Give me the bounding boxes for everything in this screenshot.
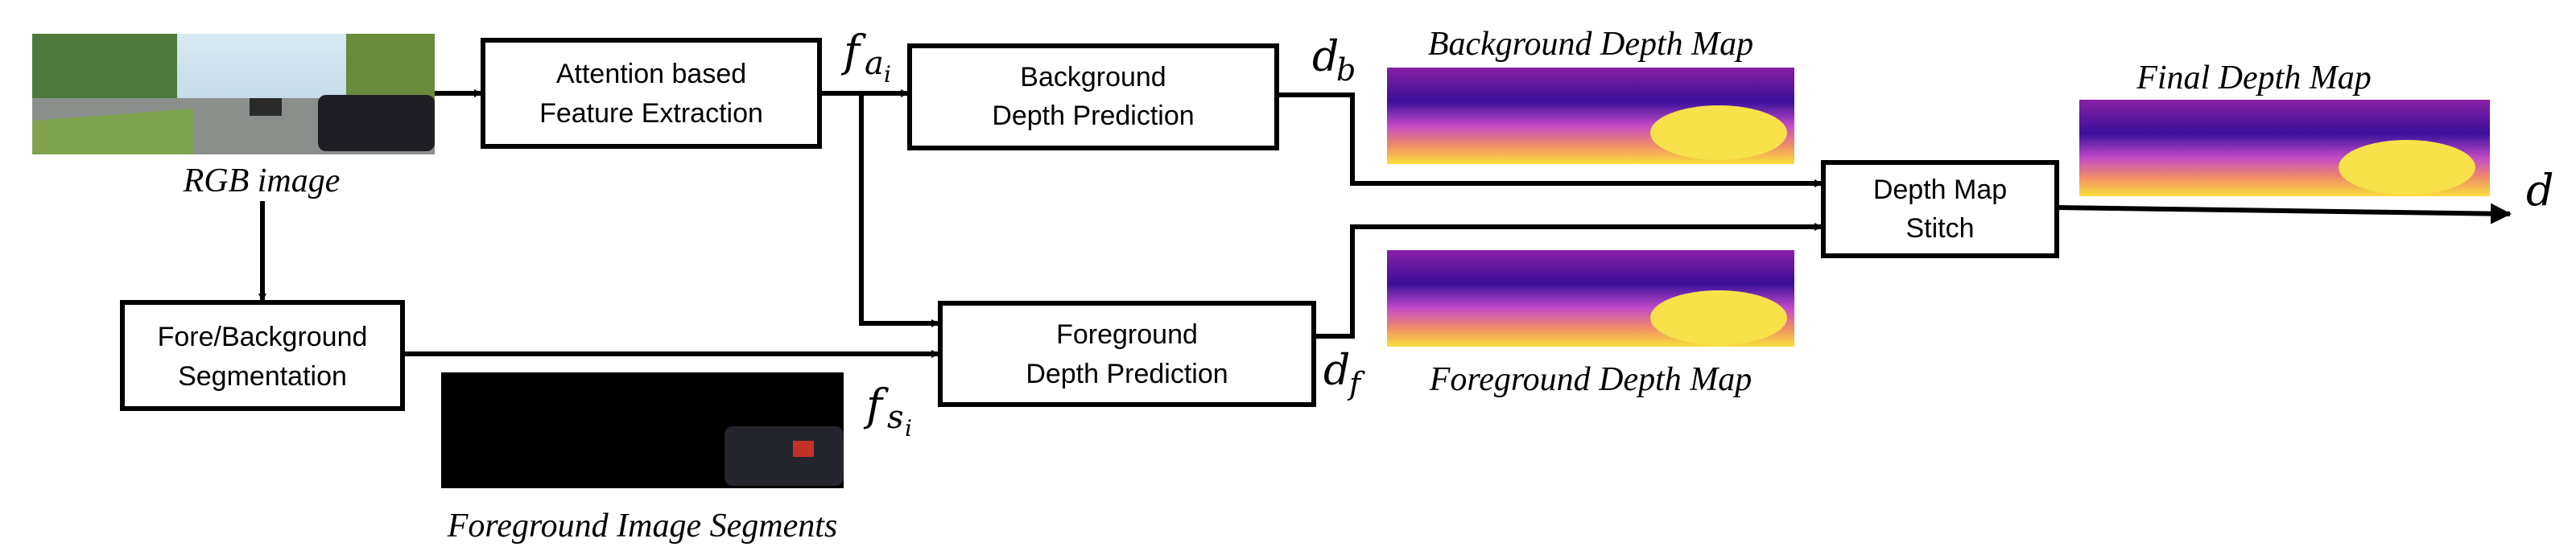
segmentation-box: Fore/Background Segmentation (120, 300, 405, 411)
svg-text:Depth Map: Depth Map (1873, 175, 2007, 205)
attention-feature-box: Attention based Feature Extraction (481, 38, 822, 149)
foreground-depth-box: Foreground Depth Prediction (938, 301, 1316, 407)
svg-text:Depth Prediction: Depth Prediction (1026, 359, 1228, 389)
foreground-depth-caption: Foreground Depth Map (1429, 361, 1752, 398)
svg-text:i: i (905, 415, 912, 442)
label-d-output: d (2526, 165, 2554, 216)
final-depth-caption: Final Depth Map (2136, 60, 2372, 97)
rgb-image (32, 34, 435, 154)
background-depth-box: Background Depth Prediction (907, 43, 1279, 150)
arrow-stitch-to-output (2056, 203, 2512, 224)
svg-text:s: s (887, 399, 904, 436)
svg-text:Foreground: Foreground (1056, 319, 1198, 350)
svg-text:f: f (840, 26, 866, 76)
background-depth-caption: Background Depth Map (1428, 26, 1753, 63)
svg-text:Attention based: Attention based (556, 59, 746, 89)
svg-text:d: d (1323, 347, 1350, 395)
svg-text:a: a (865, 45, 884, 82)
label-d-b: d b (1312, 33, 1356, 88)
arrow-attention-to-foreground (859, 93, 939, 327)
svg-text:Background: Background (1020, 62, 1166, 92)
svg-text:Depth Prediction: Depth Prediction (992, 101, 1194, 131)
background-depth-map (1387, 68, 1794, 164)
label-f-a-i: f a i (840, 26, 891, 88)
connectors (258, 89, 2512, 358)
label-d-f: d f (1323, 347, 1365, 401)
svg-text:Stitch: Stitch (1905, 213, 1974, 244)
svg-text:d: d (1312, 33, 1339, 81)
svg-text:f: f (1347, 366, 1365, 401)
label-f-s-i: f s i (863, 380, 912, 442)
arrow-foreground-to-stitch (1314, 223, 1823, 339)
svg-text:f: f (863, 380, 889, 430)
svg-text:Feature Extraction: Feature Extraction (539, 98, 763, 129)
svg-text:i: i (884, 61, 891, 88)
depth-stitch-box: Depth Map Stitch (1821, 160, 2059, 258)
svg-text:d: d (2526, 165, 2554, 216)
svg-text:b: b (1336, 52, 1356, 88)
svg-text:Segmentation: Segmentation (178, 361, 347, 392)
arrow-background-to-stitch (1277, 92, 1823, 187)
foreground-segments-image (441, 372, 844, 488)
foreground-depth-map (1387, 250, 1794, 347)
foreground-segments-caption: Foreground Image Segments (447, 508, 837, 545)
rgb-caption: RGB image (183, 162, 341, 199)
final-depth-map (2079, 100, 2490, 196)
svg-text:Fore/Background: Fore/Background (158, 322, 368, 352)
